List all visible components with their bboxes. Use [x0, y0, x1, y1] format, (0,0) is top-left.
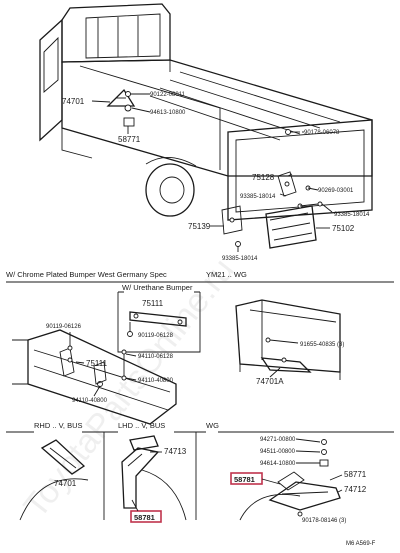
rear-bumper-illustration: [12, 329, 177, 425]
label-75102: 75102: [332, 224, 355, 233]
sub-header-urethane: W/ Urethane Bumper: [122, 283, 193, 292]
footer-reference: M6 A569-F: [346, 541, 376, 547]
label-75111-b: 75111: [86, 359, 108, 368]
truck-bed-illustration: [39, 3, 373, 249]
label-93385-18014-a: 93385-18014: [240, 194, 276, 200]
label-74701: 74701: [62, 97, 85, 106]
label-94110-06128: 94110-06128: [138, 354, 174, 360]
label-74713: 74713: [164, 447, 187, 456]
label-90269-03001: 90269-03001: [318, 188, 354, 194]
label-94110-40800-b: 94110-40800: [72, 398, 108, 404]
label-58781-wg: 58781: [234, 475, 255, 484]
header-rhd: RHD .. V, BUS: [34, 421, 83, 430]
label-94511-00800: 94511-00800: [260, 449, 296, 455]
label-94613-10800: 94613-10800: [150, 110, 186, 116]
label-58781-lhd: 58781: [134, 513, 155, 522]
label-93385-18014-b: 93385-18014: [334, 212, 370, 218]
bottom-separators: [103, 432, 197, 520]
label-90119-06126: 90119-06126: [46, 324, 82, 330]
label-90122-08011: 90122-08011: [150, 92, 186, 98]
highlight-58781-lhd: [130, 510, 162, 523]
urethane-bumper-box: [117, 291, 201, 353]
label-90178-08146: 90178-08146 (3): [302, 518, 346, 524]
label-91655-40835: 91655-40835 (3): [300, 342, 344, 348]
rhd-mudguard-74701: [19, 439, 89, 521]
label-74712: 74712: [344, 485, 367, 494]
label-94614-10800: 94614-10800: [260, 461, 296, 467]
highlight-58781-wg: [230, 472, 263, 485]
label-93385-18014-c: 93385-18014: [222, 256, 258, 262]
wg-mudguard-assembly: [239, 439, 341, 521]
header-wg: WG: [206, 421, 219, 430]
tailgate-rear-illustration: [235, 299, 341, 380]
top-leaders: [91, 93, 333, 252]
label-90178-06078: 90178-06078: [304, 130, 340, 136]
label-90119-06128: 90119-06128: [138, 333, 174, 339]
header-lhd: LHD .. V, BUS: [118, 421, 165, 430]
header-chrome-bumper: W/ Chrome Plated Bumper West Germany Spe…: [6, 270, 167, 279]
label-75111-a: 75111: [142, 299, 164, 308]
lhd-bracket-74713: [121, 435, 187, 521]
bumper-bracket-75111: [127, 311, 187, 337]
header-model: YM21 .. WG: [206, 270, 247, 279]
label-75128: 75128: [252, 173, 275, 182]
label-74701A: 74701A: [256, 377, 284, 386]
label-75139: 75139: [188, 222, 211, 231]
label-58771-wg: 58771: [344, 470, 367, 479]
label-74701-bottom: 74701: [54, 479, 77, 488]
label-94110-40800-a: 94110-40800: [138, 378, 174, 384]
label-94271-00800: 94271-00800: [260, 437, 296, 443]
label-58771: 58771: [118, 135, 141, 144]
